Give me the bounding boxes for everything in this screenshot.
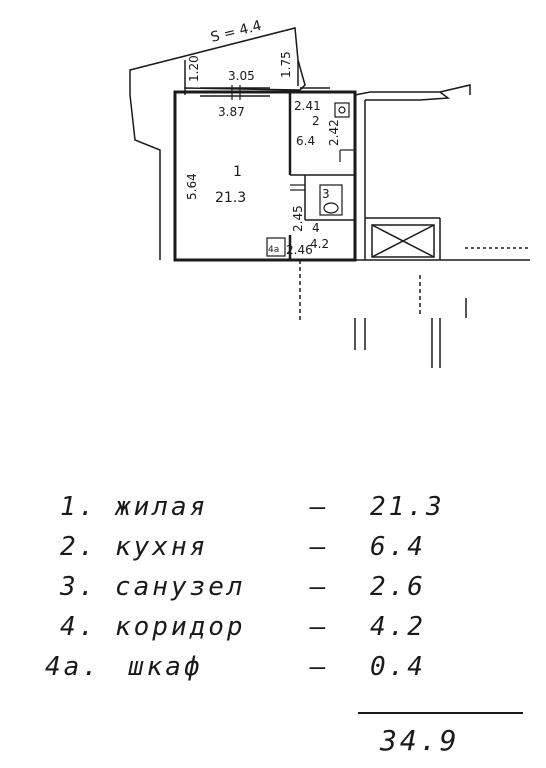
room4a-number: 4a [268,245,279,255]
legend-row: 4. коридор – 4.2 [0,612,546,652]
legend-room-name: санузел [115,572,246,602]
total-area: 34.9 [380,724,460,757]
legend-area-value: 4.2 [370,612,426,642]
legend-dash: – [310,612,329,642]
dim-room1-width: 3.87 [218,105,245,119]
dim-room2-width: 2.41 [294,99,321,113]
apartment-walls [173,85,357,262]
room3-number: 3 [322,187,330,201]
legend-number: 3. [60,572,98,602]
legend-number: 4a. [45,652,101,682]
legend-number: 2. [60,532,98,562]
legend-dash: – [310,572,329,602]
legend-room-name: шкаф [128,652,203,682]
room2-area: 6.4 [296,134,315,148]
legend-room-name: жилая [115,492,209,522]
fixtures [266,102,355,257]
legend-number: 1. [60,492,98,522]
legend-row: 2. кухня – 6.4 [0,532,546,572]
legend-area-value: 6.4 [370,532,426,562]
room1-number: 1 [233,164,242,180]
floor-plan: S = 4.4 1.20 1.75 3.05 3.87 5.64 1 21.3 … [129,18,530,368]
legend-dash: – [310,652,329,682]
dim-balcony-right: 1.75 [279,51,293,78]
total-divider [358,712,523,714]
stair-shaft [299,84,530,368]
legend-area-value: 21.3 [370,492,445,522]
legend-dash: – [310,532,329,562]
room4-area: 4.2 [310,237,329,251]
legend-area-value: 2.6 [370,572,426,602]
legend-row: 4a. шкаф – 0.4 [0,652,546,692]
dim-corridor-height: 2.45 [291,205,305,232]
legend-room-name: коридор [115,612,246,642]
legend-dash: – [310,492,329,522]
legend-row: 3. санузел – 2.6 [0,572,546,612]
legend-room-name: кухня [115,532,209,562]
legend-area-value: 0.4 [370,652,426,682]
legend-number: 4. [60,612,98,642]
dim-room2-height: 2.42 [327,119,341,146]
dim-corridor-width: 2.46 [286,243,313,257]
dim-top: 3.05 [228,69,255,83]
room1-area: 21.3 [215,190,246,206]
room-area-legend: 1. жилая – 21.3 2. кухня – 6.4 3. санузе… [0,480,546,768]
room2-number: 2 [312,114,320,128]
dim-balcony-left: 1.20 [187,55,201,82]
balcony-area-label: S = 4.4 [209,18,263,46]
dim-room1-height: 5.64 [185,173,199,200]
room4-number: 4 [312,221,320,235]
legend-row: 1. жилая – 21.3 [0,492,546,532]
